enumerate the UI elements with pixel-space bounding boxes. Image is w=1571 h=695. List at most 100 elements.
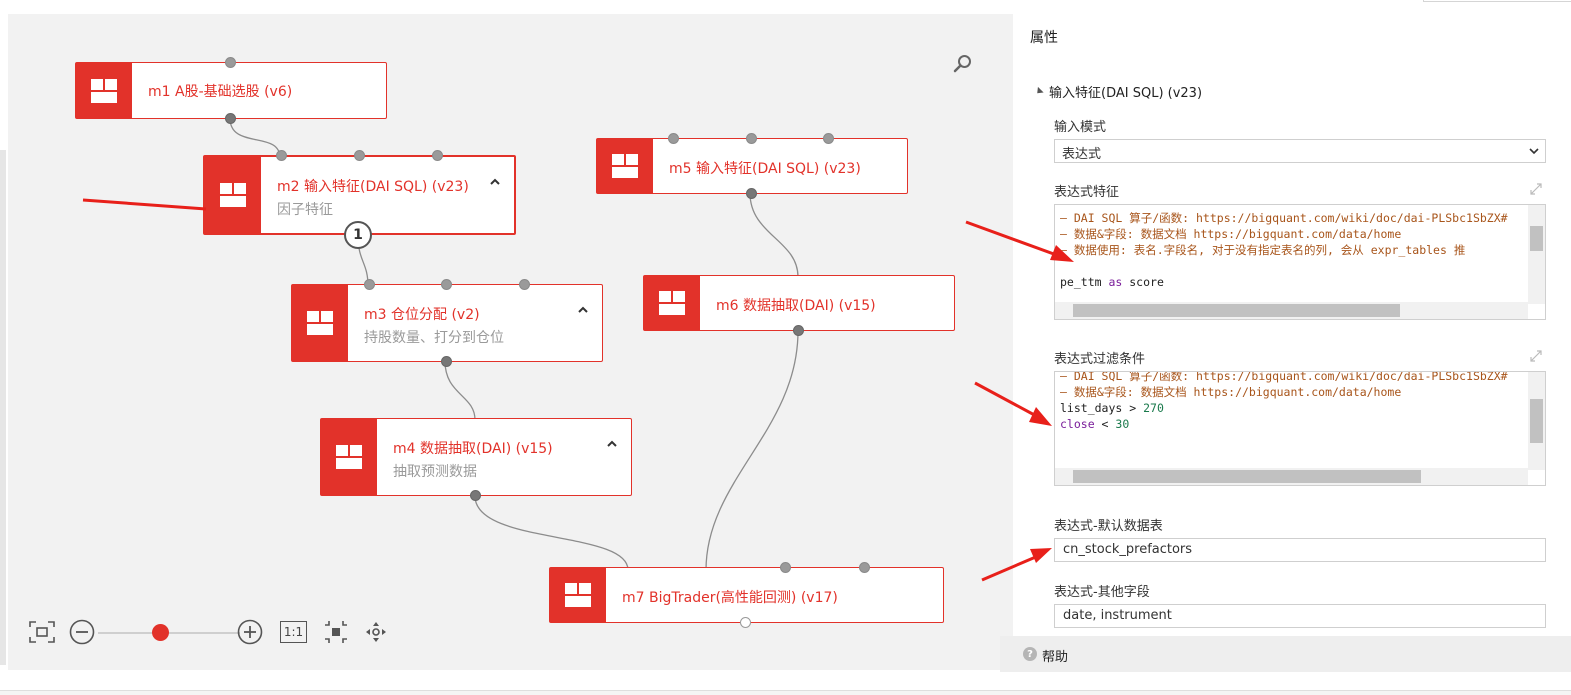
code-text: list_days >	[1060, 401, 1144, 415]
scroll-thumb[interactable]	[1530, 399, 1543, 443]
wire-m1-m2	[229, 117, 281, 159]
panel-title: 属性	[1030, 30, 1058, 46]
horizontal-scrollbar[interactable]	[1055, 468, 1528, 485]
output-port[interactable]	[470, 490, 481, 501]
module-title: m5 输入特征(DAI SQL) (v23)	[669, 161, 861, 177]
expr-filter-label: 表达式过滤条件	[1054, 352, 1146, 367]
vertical-scrollbar[interactable]	[1528, 372, 1545, 470]
workflow-canvas[interactable]: m1 A股-基础选股 (v6) m2 输入特征(DAI SQL) (v23) 因…	[8, 14, 1013, 670]
code-comment: — 数据使用: 表名.字段名, 对于没有指定表名的列, 会从 expr_tabl…	[1060, 243, 1466, 257]
expr-features-editor[interactable]: — DAI SQL 算子/函数: https://bigquant.com/wi…	[1054, 204, 1546, 320]
input-port[interactable]	[432, 150, 443, 161]
bottom-edge	[0, 690, 1571, 695]
input-port[interactable]	[519, 279, 530, 290]
module-m3[interactable]: m3 仓位分配 (v2) 持股数量、打分到仓位	[291, 279, 603, 367]
code-line: list_days > 270	[1060, 400, 1525, 416]
zoom-slider-track[interactable]	[98, 632, 240, 634]
module-m5[interactable]: m5 输入特征(DAI SQL) (v23)	[596, 133, 908, 199]
module-title: m2 输入特征(DAI SQL) (v23)	[277, 179, 469, 195]
actual-size-button[interactable]: 1:1	[280, 621, 307, 643]
module-table-icon	[550, 568, 606, 622]
input-mode-select[interactable]: 表达式	[1054, 139, 1546, 163]
input-port[interactable]	[441, 279, 452, 290]
code-number: 270	[1143, 401, 1164, 415]
vertical-scrollbar[interactable]	[1528, 205, 1545, 304]
canvas-search-icon[interactable]	[953, 54, 973, 74]
scroll-thumb[interactable]	[1073, 304, 1400, 317]
section-title: 输入特征(DAI SQL) (v23)	[1049, 86, 1203, 101]
zoom-slider-knob[interactable]	[152, 624, 170, 641]
other-fields-input[interactable]: date, instrument	[1054, 604, 1546, 628]
module-subtitle: 抽取预测数据	[393, 464, 477, 480]
output-port[interactable]	[740, 617, 751, 628]
fullscreen-icon[interactable]	[322, 618, 350, 646]
code-number: 30	[1115, 417, 1130, 431]
expand-icon[interactable]	[1530, 350, 1542, 362]
default-table-input[interactable]: cn_stock_prefactors	[1054, 538, 1546, 562]
module-m7[interactable]: m7 BigTrader(高性能回测) (v17)	[549, 562, 944, 628]
output-count-badge[interactable]: 1	[344, 221, 372, 249]
pan-icon[interactable]	[362, 618, 390, 646]
wire-m6-m7	[705, 330, 799, 571]
code-line: — 数据使用: 表名.字段名, 对于没有指定表名的列, 会从 expr_tabl…	[1060, 242, 1525, 258]
help-bar[interactable]: ? 帮助	[1000, 636, 1571, 672]
input-port[interactable]	[225, 57, 236, 68]
module-title: m7 BigTrader(高性能回测) (v17)	[622, 590, 838, 606]
module-m1[interactable]: m1 A股-基础选股 (v6)	[75, 57, 387, 124]
module-table-icon	[76, 63, 132, 118]
collapse-caret-icon[interactable]	[488, 175, 502, 189]
fit-screen-icon[interactable]	[28, 618, 56, 646]
module-table-icon	[292, 285, 348, 361]
panel-top-tab[interactable]	[1423, 0, 1571, 2]
module-m2[interactable]: m2 输入特征(DAI SQL) (v23) 因子特征 1	[203, 150, 516, 249]
expand-icon[interactable]	[1530, 183, 1542, 195]
expr-filter-editor[interactable]: — DAI SQL 算子/函数: https://bigquant.com/wi…	[1054, 371, 1546, 486]
code-line: pe_ttm as score	[1060, 274, 1525, 290]
code-text: score	[1122, 275, 1164, 289]
canvas-toolbar: 1:1	[28, 618, 408, 648]
chevron-down-icon	[1529, 148, 1539, 155]
module-m6[interactable]: m6 数据抽取(DAI) (v15)	[643, 275, 955, 336]
wire-m5-m6	[749, 192, 799, 278]
zoom-in-icon[interactable]	[236, 618, 264, 646]
expr-features-code[interactable]: — DAI SQL 算子/函数: https://bigquant.com/wi…	[1060, 210, 1525, 290]
collapse-triangle-icon[interactable]	[1034, 86, 1044, 97]
output-port[interactable]	[746, 188, 757, 199]
input-mode-label: 输入模式	[1054, 120, 1107, 135]
module-subtitle: 持股数量、打分到仓位	[364, 330, 504, 346]
input-port[interactable]	[364, 279, 375, 290]
default-table-label: 表达式-默认数据表	[1054, 519, 1163, 534]
properties-panel: 属性 输入特征(DAI SQL) (v23) 输入模式 表达式 表达式特征 — …	[1013, 0, 1571, 695]
module-table-icon	[205, 157, 261, 233]
code-comment: — 数据&字段: 数据文档 https://bigquant.com/data/…	[1060, 227, 1402, 241]
module-m4[interactable]: m4 数据抽取(DAI) (v15) 抽取预测数据	[320, 418, 632, 501]
help-label: 帮助	[1042, 650, 1069, 665]
code-text: <	[1094, 417, 1116, 431]
scroll-thumb[interactable]	[1530, 226, 1543, 251]
collapse-caret-icon[interactable]	[605, 437, 619, 451]
zoom-out-icon[interactable]	[68, 618, 96, 646]
collapse-caret-icon[interactable]	[576, 303, 590, 317]
help-icon: ?	[1023, 647, 1037, 661]
code-comment: — DAI SQL 算子/函数: https://bigquant.com/wi…	[1060, 211, 1508, 225]
input-port[interactable]	[276, 150, 287, 161]
input-port[interactable]	[668, 133, 679, 144]
other-fields-label: 表达式-其他字段	[1054, 585, 1150, 600]
expr-filter-code[interactable]: — DAI SQL 算子/函数: https://bigquant.com/wi…	[1060, 372, 1525, 432]
output-port[interactable]	[793, 325, 804, 336]
code-line: close < 30	[1060, 416, 1525, 432]
output-port[interactable]	[441, 356, 452, 367]
input-port[interactable]	[859, 562, 870, 573]
scroll-thumb[interactable]	[1073, 470, 1421, 483]
input-port[interactable]	[823, 133, 834, 144]
output-port[interactable]	[225, 113, 236, 124]
left-edge-scroll[interactable]	[0, 150, 6, 665]
input-port[interactable]	[354, 150, 365, 161]
horizontal-scrollbar[interactable]	[1055, 302, 1528, 319]
input-port[interactable]	[780, 562, 791, 573]
input-port[interactable]	[746, 133, 757, 144]
module-table-icon	[597, 139, 653, 193]
section-header[interactable]: 输入特征(DAI SQL) (v23)	[1034, 82, 1203, 101]
wire-m4-m7	[474, 495, 629, 571]
